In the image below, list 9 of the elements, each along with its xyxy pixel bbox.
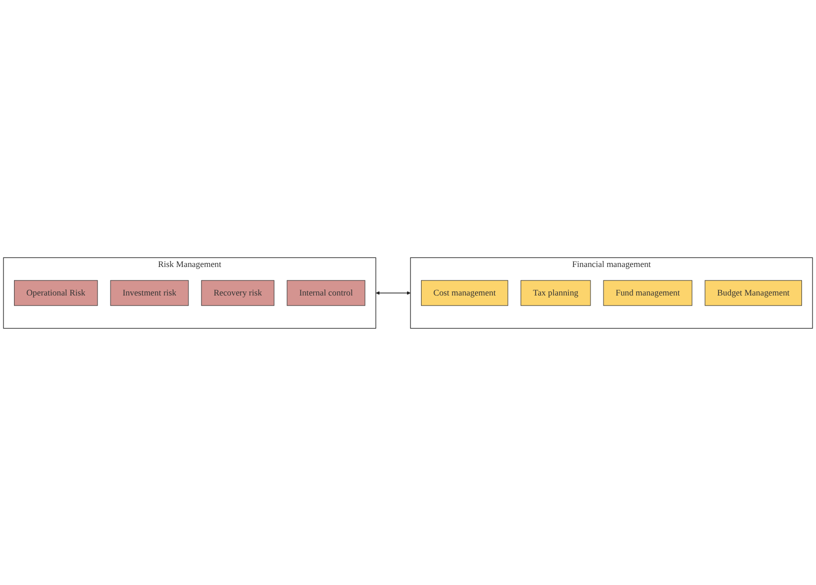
node-box: Internal control	[286, 280, 366, 306]
node-box: Budget Management	[704, 280, 802, 306]
node-box: Operational Risk	[14, 280, 98, 306]
node-box: Cost management	[421, 280, 508, 306]
arrow	[376, 290, 411, 294]
node-box: Fund management	[603, 280, 692, 306]
node-box: Investment risk	[110, 280, 189, 306]
node-box: Recovery risk	[201, 280, 274, 306]
node-box: Tax planning	[520, 280, 591, 306]
